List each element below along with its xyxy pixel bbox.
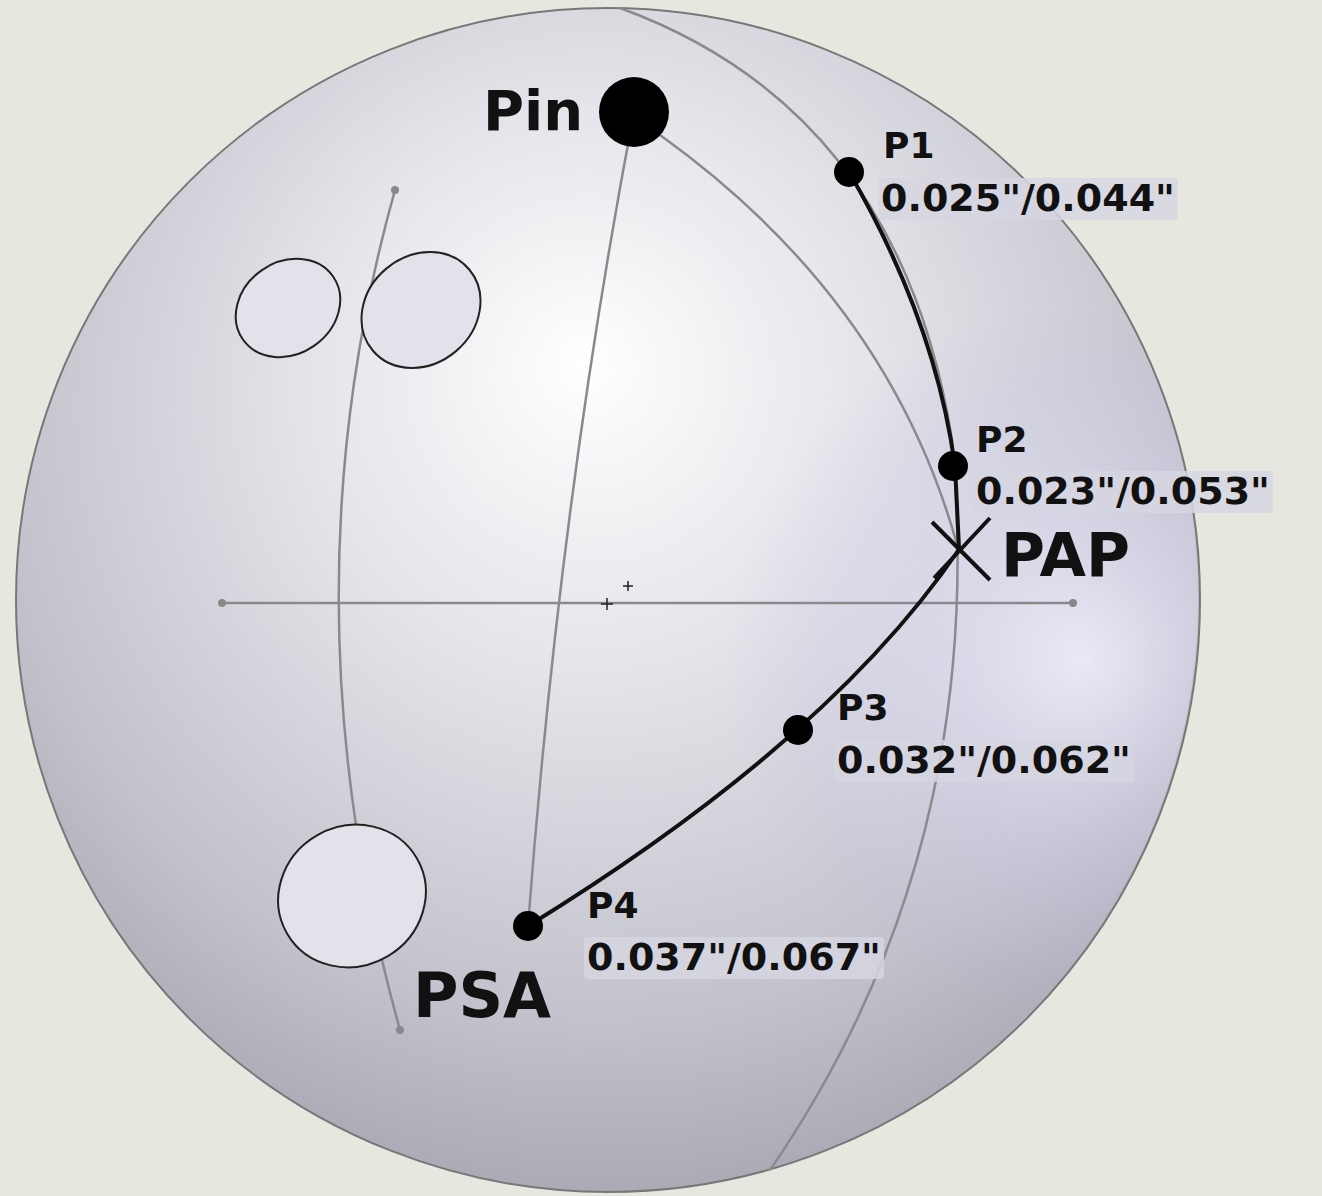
pin-distance: 0.037"/0.067" (584, 937, 884, 979)
pap-cross (932, 518, 990, 580)
ball (16, 8, 1200, 1192)
guide-ends (218, 186, 1077, 1034)
point-name: P4 (584, 886, 641, 926)
point-name: P3 (834, 688, 891, 728)
pin-distance: 0.025"/0.044" (878, 178, 1178, 220)
point-name: PAP (998, 522, 1133, 588)
ball-sheen (18, 10, 1198, 1190)
finger-holes (217, 228, 504, 994)
point-name: P1 (880, 126, 937, 166)
pin-distance: 0.032"/0.062" (834, 740, 1134, 782)
point-name: Pin (480, 80, 586, 142)
point-name: P2 (973, 420, 1030, 460)
layout-lines (528, 172, 960, 926)
center-marks (601, 581, 633, 610)
pin-distance: 0.023"/0.053" (973, 471, 1273, 513)
point-name: PSA (410, 962, 554, 1030)
